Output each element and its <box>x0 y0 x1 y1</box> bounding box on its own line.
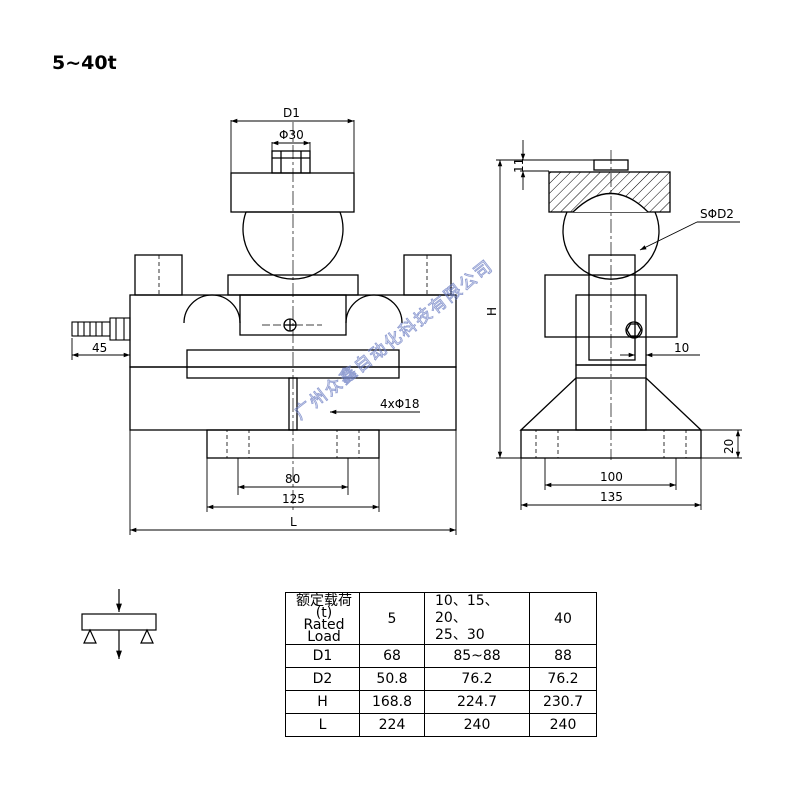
front-stud-left <box>134 254 183 296</box>
header-label-cn: 额定载荷(t) <box>296 592 352 621</box>
table-cell: 240 <box>529 713 597 737</box>
table-row: H 168.8 224.7 230.7 <box>285 690 597 714</box>
table-row: D2 50.8 76.2 76.2 <box>285 667 597 691</box>
table-row: D1 68 85~88 88 <box>285 644 597 668</box>
table-cell: 68 <box>359 644 425 668</box>
table-header-row: 额定载荷(t) Rated Load 5 10、15、20、 25、30 40 <box>285 592 597 645</box>
dim-d1: D1 <box>283 106 300 120</box>
load-diagram-icon <box>81 589 157 659</box>
row-label: L <box>285 713 360 737</box>
table-cell: 224.7 <box>424 690 530 714</box>
front-rocker-left <box>183 294 241 324</box>
table-cell: 88 <box>529 644 597 668</box>
front-top-cap <box>230 172 355 213</box>
dim-base-width: 125 <box>282 492 305 506</box>
header-col-10-30-line1: 10、15、20、 <box>435 593 499 626</box>
header-col-10-30: 10、15、20、 25、30 <box>424 592 530 645</box>
front-dimensions <box>71 118 457 535</box>
page-title: 5~40t <box>52 52 117 74</box>
dim-holes: 4xΦ18 <box>380 397 419 411</box>
side-post <box>588 254 636 361</box>
dim-ball-diameter: SΦD2 <box>700 207 734 221</box>
header-label-en: Rated Load <box>303 616 345 645</box>
table-cell: 168.8 <box>359 690 425 714</box>
table-cell: 76.2 <box>529 667 597 691</box>
table-row: L 224 240 240 <box>285 713 597 737</box>
side-view <box>519 150 703 460</box>
dim-bolt-spacing: 80 <box>285 472 300 486</box>
row-label: H <box>285 690 360 714</box>
header-col-10-30-line2: 25、30 <box>435 627 485 643</box>
table-cell: 224 <box>359 713 425 737</box>
dim-offset: 10 <box>674 341 689 355</box>
front-view <box>71 122 457 510</box>
header-rated-load: 额定载荷(t) Rated Load <box>285 592 360 645</box>
front-pin <box>271 150 311 174</box>
dim-top-height: 11 <box>512 158 526 173</box>
header-col-40: 40 <box>529 592 597 645</box>
row-label: D1 <box>285 644 360 668</box>
dim-cable-length: 45 <box>92 341 107 355</box>
dim-length: L <box>290 515 297 529</box>
spec-table: 额定载荷(t) Rated Load 5 10、15、20、 25、30 40 … <box>285 592 597 737</box>
dim-inner-spacing: 100 <box>600 470 623 484</box>
table-cell: 230.7 <box>529 690 597 714</box>
table-cell: 240 <box>424 713 530 737</box>
side-ball <box>562 211 660 280</box>
dim-base-height: 20 <box>722 439 736 454</box>
table-cell: 50.8 <box>359 667 425 691</box>
dim-height: H <box>485 307 499 316</box>
side-dimensions <box>496 140 742 510</box>
dim-outer-spacing: 135 <box>600 490 623 504</box>
row-label: D2 <box>285 667 360 691</box>
table-cell: 76.2 <box>424 667 530 691</box>
dim-pin-diameter: Φ30 <box>279 128 304 142</box>
header-col-5: 5 <box>359 592 425 645</box>
front-rocker-right <box>345 294 403 324</box>
cable-gland <box>71 317 131 341</box>
table-cell: 85~88 <box>424 644 530 668</box>
